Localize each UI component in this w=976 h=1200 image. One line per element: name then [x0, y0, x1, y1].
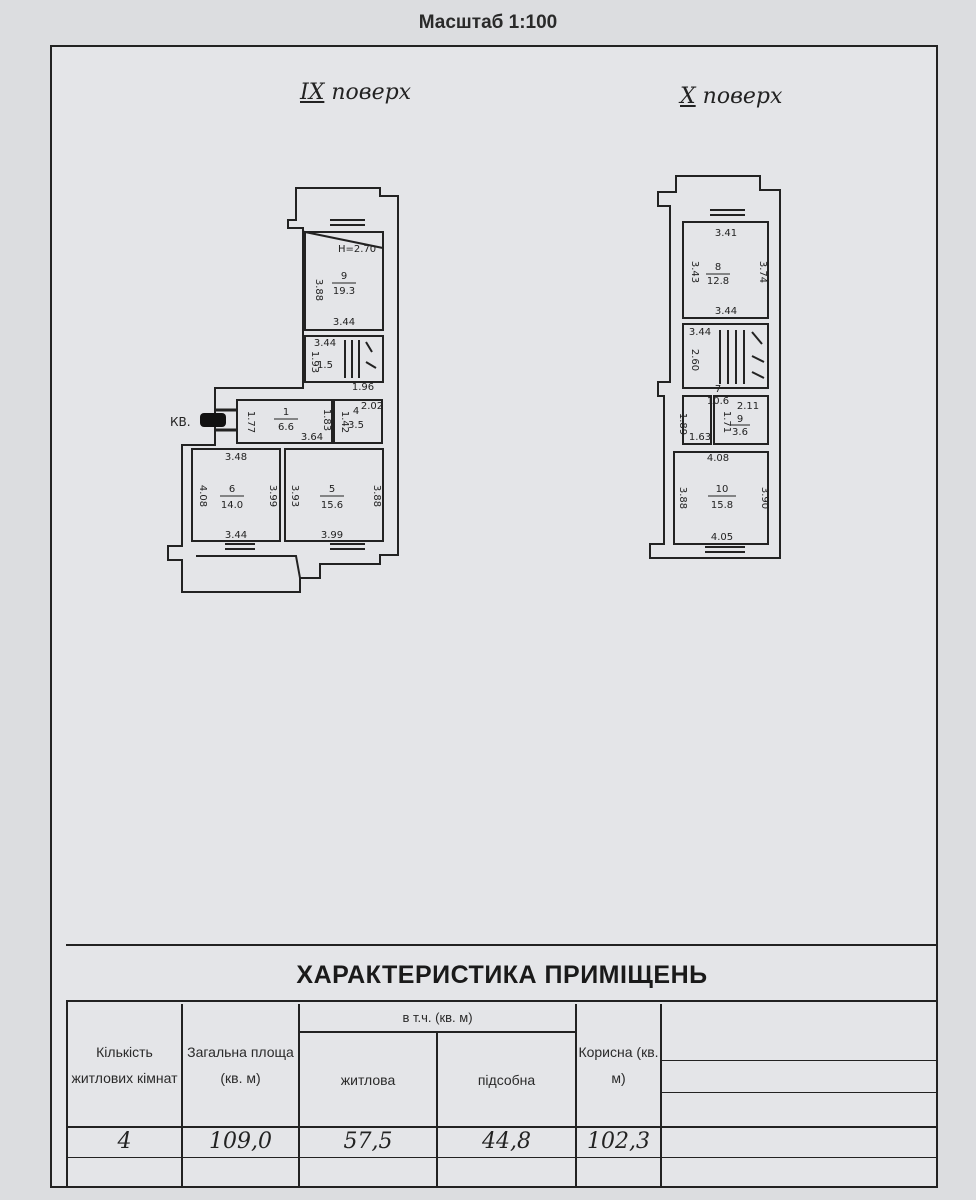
room-7-area: 10.6 — [707, 396, 729, 407]
dim-r8-right: 3.74 — [757, 261, 768, 283]
drawing-sheet — [50, 45, 938, 1188]
stair-area: 1.5 — [317, 360, 333, 371]
table-line-h-r2 — [660, 1092, 938, 1093]
dim-r5-bottom: 3.99 — [321, 530, 343, 541]
dim-r4-top: 2.02 — [361, 401, 383, 412]
room-1-number: 1 — [283, 407, 289, 418]
floor-plans-drawing: Н=2.70 9 19.3 3.88 3.44 3.44 1.93 1.5 1.… — [167, 175, 781, 593]
dim-r1-bottom: 3.64 — [301, 432, 323, 443]
value-total-area: 109,0 — [209, 1129, 272, 1154]
dim-r10-top: 4.08 — [707, 453, 729, 464]
floor-number-10: X — [680, 84, 696, 109]
table-line-h-r1 — [660, 1060, 938, 1061]
dim-r6-right: 3.99 — [267, 485, 278, 507]
table-line-v1 — [181, 1004, 183, 1186]
room-4-number: 4 — [353, 406, 359, 417]
dim-stair-bottom: 1.96 — [352, 382, 374, 393]
room-9b-area: 3.6 — [732, 427, 748, 438]
dim-r7-top: 3.44 — [689, 327, 711, 338]
dim-r10-left: 3.88 — [677, 487, 688, 509]
floor-suffix-10: поверх — [695, 84, 783, 109]
room-6-number: 6 — [229, 484, 235, 495]
room-8-area: 12.8 — [707, 276, 729, 287]
dim-r6-left: 4.08 — [197, 485, 208, 507]
floor-label-10: X поверх — [680, 84, 782, 109]
header-living: житлова — [340, 1071, 396, 1088]
apartment-label: КВ. — [170, 415, 191, 429]
room-9b-number: 9 — [737, 414, 743, 425]
room-10-area: 15.8 — [711, 500, 733, 511]
dim-small-left: 1.89 — [677, 413, 688, 435]
redaction-mark — [200, 413, 226, 427]
dim-r8-left: 3.43 — [689, 261, 700, 283]
table-line-v4 — [575, 1004, 577, 1186]
table-line-v2 — [298, 1004, 300, 1186]
header-total-area: Загальна площа (кв. м) — [187, 1044, 294, 1086]
dim-r10-right: 3.90 — [759, 487, 770, 509]
room-9-area: 19.3 — [333, 286, 355, 297]
dim-r6-top: 3.48 — [225, 452, 247, 463]
dim-r9-left: 3.88 — [313, 279, 324, 301]
table-line-right — [936, 1002, 938, 1186]
dim-r5-left: 3.93 — [289, 485, 300, 507]
dim-r10-bottom: 4.05 — [711, 532, 733, 543]
table-line-v3 — [436, 1032, 438, 1186]
table-line-h-values — [66, 1126, 938, 1128]
table-line-left — [66, 1002, 68, 1186]
dim-r6-bottom: 3.44 — [225, 530, 247, 541]
dim-r7-left: 2.60 — [689, 349, 700, 371]
dim-stair-left: 1.93 — [309, 351, 320, 373]
table-line-h-bottom — [66, 1157, 938, 1158]
floor-suffix-9: поверх — [324, 80, 412, 105]
plan-10-walls — [649, 175, 781, 559]
dim-r1-left: 1.77 — [245, 411, 256, 433]
dim-r1-right: 1.83 — [321, 409, 332, 431]
room-4-area: 3.5 — [348, 420, 364, 431]
header-rooms-count: Кількість житлових кімнат — [71, 1044, 178, 1086]
value-living: 57,5 — [343, 1129, 393, 1154]
height-label: Н=2.70 — [338, 244, 376, 255]
plan-9-walls — [167, 187, 399, 593]
dim-r9-left-10: 1.71 — [721, 411, 732, 433]
floor-number-9: IX — [300, 80, 325, 105]
header-auxiliary: підсобна — [477, 1071, 536, 1088]
room-7-number: 7 — [715, 384, 721, 395]
scale-title: Масштаб 1:100 — [418, 12, 558, 33]
dim-r5-right: 3.88 — [371, 485, 382, 507]
room-1-area: 6.6 — [278, 422, 294, 433]
room-6-area: 14.0 — [221, 500, 243, 511]
dim-r4-left: 1.42 — [339, 411, 350, 433]
value-auxiliary: 44,8 — [482, 1129, 531, 1154]
value-useful: 102,3 — [587, 1129, 650, 1154]
dim-r9-top-10: 2.11 — [737, 401, 759, 412]
header-including: в т.ч. (кв. м) — [402, 1009, 473, 1025]
floor-label-9: IX поверх — [300, 80, 411, 105]
table-line-h-sub — [298, 1031, 577, 1033]
header-useful: Корисна (кв. м) — [578, 1044, 659, 1086]
room-8-number: 8 — [715, 262, 721, 273]
dim-r8-bottom: 3.44 — [715, 306, 737, 317]
dim-small-bottom: 1.63 — [689, 432, 711, 443]
room-5-area: 15.6 — [321, 500, 343, 511]
dim-r8-top: 3.41 — [715, 228, 737, 239]
dim-stair-top: 3.44 — [314, 338, 336, 349]
rooms-table-title: ХАРАКТЕРИСТИКА ПРИМІЩЕНЬ — [66, 944, 938, 1002]
room-5-number: 5 — [329, 484, 335, 495]
value-rooms-count: 4 — [117, 1129, 132, 1154]
room-9-number: 9 — [341, 271, 347, 282]
room-10-number: 10 — [716, 484, 729, 495]
dim-r9-bottom: 3.44 — [333, 317, 355, 328]
table-line-v5 — [660, 1004, 662, 1186]
